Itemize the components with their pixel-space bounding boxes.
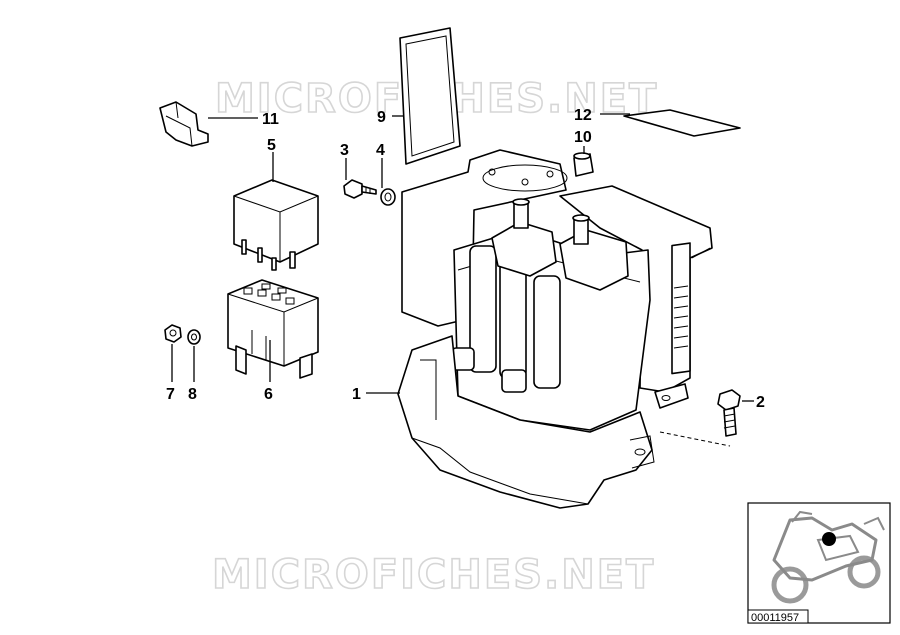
gasket-icon (399, 27, 461, 165)
foam-pad-icon (623, 109, 741, 137)
callout-3: 3 (340, 142, 349, 159)
location-marker-icon (822, 532, 836, 546)
callout-1: 1 (352, 386, 361, 403)
callout-8: 8 (188, 386, 197, 403)
callout-10: 10 (574, 129, 592, 146)
callout-9: 9 (377, 109, 386, 126)
callout-7: 7 (166, 386, 175, 403)
callout-6: 6 (264, 386, 273, 403)
screw-icon (343, 179, 377, 199)
locator-inset: 00011957 (747, 502, 891, 624)
watermark-bottom: MICROFICHES.NET (212, 552, 655, 598)
washer-icon (380, 188, 396, 206)
callout-2: 2 (756, 394, 765, 411)
cable-clip-icon (159, 101, 209, 147)
diagram-reference-number: 00011957 (751, 612, 799, 624)
callout-4: 4 (376, 142, 385, 159)
callout-11: 11 (262, 111, 279, 128)
leader-lines (171, 113, 754, 402)
hex-bolt-icon (717, 389, 741, 437)
relay-socket-icon (227, 279, 319, 379)
rubber-cap-icon (573, 152, 594, 177)
motorcycle-locator-icon (771, 510, 885, 604)
washer-icon (187, 329, 201, 345)
abs-pressure-modulator-icon (397, 149, 731, 509)
callout-5: 5 (267, 137, 276, 154)
nut-icon (164, 324, 182, 343)
callout-12: 12 (574, 107, 592, 124)
relay-icon (233, 179, 319, 271)
